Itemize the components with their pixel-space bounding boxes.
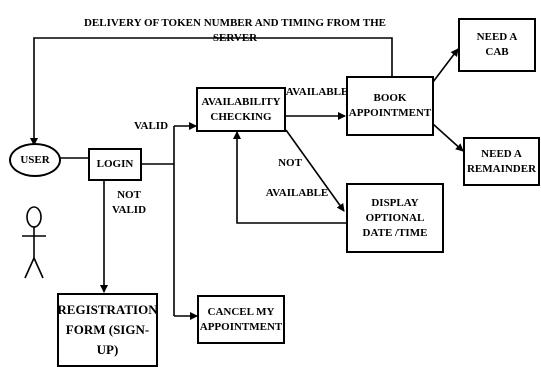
- available-label: AVAILABLE: [285, 86, 349, 98]
- not-valid-label: NOT VALID: [111, 189, 147, 216]
- display-optional-date-node: DISPLAY OPTIONAL DATE /TIME: [346, 183, 444, 253]
- user-node: USER: [9, 143, 61, 177]
- cab-connector: [432, 48, 459, 83]
- not-available-connector: [285, 129, 345, 212]
- need-cab-node: NEED A CAB: [458, 18, 536, 72]
- login-node: LOGIN: [88, 148, 142, 181]
- book-appointment-node: BOOK APPOINTMENT: [346, 76, 434, 136]
- not-available-label: AVAILABLE: [265, 187, 329, 199]
- user-actor-icon: [22, 206, 46, 279]
- valid-label: VALID: [134, 120, 169, 132]
- retry-connector: [233, 131, 346, 224]
- token-delivery-connector: [30, 37, 393, 146]
- need-remainder-node: NEED A REMAINDER: [463, 137, 540, 186]
- cancel-appointment-node: CANCEL MY APPOINTMENT: [197, 295, 285, 344]
- remainder-connector: [432, 123, 464, 152]
- registration-form-node: REGISTRATION FORM (SIGN- UP): [57, 293, 158, 367]
- token-delivery-label: DELIVERY OF TOKEN NUMBER AND TIMING FROM…: [83, 17, 387, 44]
- availability-checking-node: AVAILABILITY CHECKING: [196, 87, 286, 132]
- not-label: NOT: [278, 157, 302, 169]
